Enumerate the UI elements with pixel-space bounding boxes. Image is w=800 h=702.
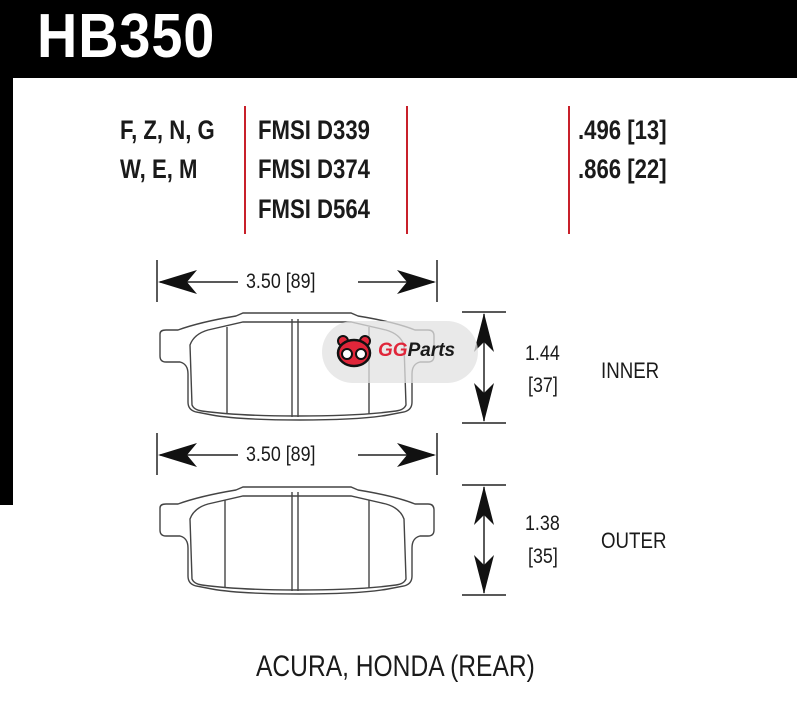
compound-codes-line-2: W, E, M <box>120 154 198 184</box>
inner-width-label: 3.50 [89] <box>246 270 316 293</box>
inner-position-label: INNER <box>601 358 660 383</box>
arrow-right-icon <box>397 443 436 467</box>
watermark-brand-text: GGParts <box>378 340 455 362</box>
outer-width-dimension <box>156 433 438 475</box>
arrow-right-icon <box>397 270 436 294</box>
thickness-2: .866 [22] <box>578 154 667 184</box>
brand-parts: Parts <box>407 340 456 361</box>
outer-pad-outline <box>159 486 435 595</box>
part-number-title: HB350 <box>37 2 216 71</box>
arrow-left-icon <box>158 443 197 467</box>
thickness-1: .496 [13] <box>578 115 667 145</box>
inner-height-dimension <box>462 311 506 424</box>
vehicle-application: ACURA, HONDA (REAR) <box>256 650 535 683</box>
outer-width-label: 3.50 [89] <box>246 443 316 466</box>
fmsi-code-1: FMSI D339 <box>258 115 370 145</box>
arrow-up-icon <box>474 486 494 525</box>
brand-gg: GG <box>378 340 408 361</box>
inner-height-inches: 1.44 <box>525 342 560 365</box>
arrow-left-icon <box>158 270 197 294</box>
left-border-strip <box>0 0 13 505</box>
header-bar <box>0 0 797 78</box>
fmsi-code-2: FMSI D374 <box>258 154 370 184</box>
mascot-logo-icon <box>336 335 372 368</box>
inner-height-mm: [37] <box>528 374 558 397</box>
divider-line-2 <box>406 106 408 234</box>
divider-line-1 <box>244 106 246 234</box>
compound-codes-line-1: F, Z, N, G <box>120 115 215 145</box>
arrow-down-icon <box>474 383 494 422</box>
inner-width-dimension <box>156 260 438 302</box>
arrow-down-icon <box>474 555 494 594</box>
arrow-up-icon <box>474 313 494 352</box>
outer-height-dimension <box>462 484 506 596</box>
outer-height-mm: [35] <box>528 545 558 568</box>
outer-height-inches: 1.38 <box>525 512 560 535</box>
fmsi-code-3: FMSI D564 <box>258 194 370 224</box>
divider-line-3 <box>568 106 570 234</box>
outer-position-label: OUTER <box>601 528 667 553</box>
